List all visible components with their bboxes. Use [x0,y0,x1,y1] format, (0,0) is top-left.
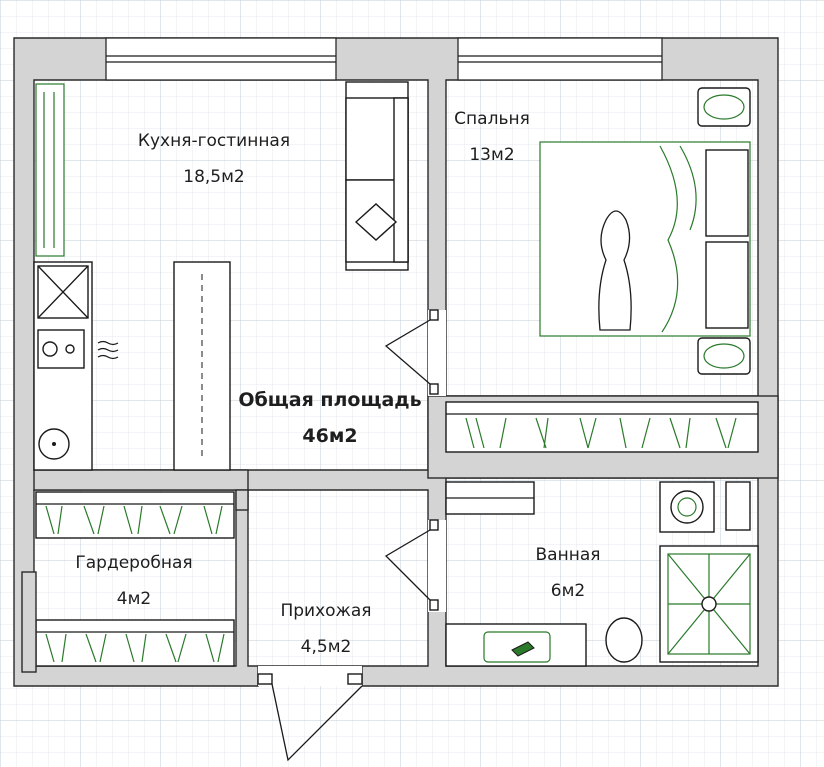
wardrobe-name: Гардеробная [75,553,192,573]
total-area-value: 46м2 [302,425,357,447]
wardrobe-furniture [21,491,235,673]
kitchen-area: 18,5м2 [183,167,245,187]
hallway-name: Прихожая [280,601,371,621]
doors [235,309,446,762]
total-area-name: Общая площадь [238,389,421,411]
windows [105,37,663,81]
kitchen-furniture [33,81,409,471]
bedroom-furniture [445,87,759,453]
kitchen-name: Кухня-гостинная [138,131,290,151]
hallway-area: 4,5м2 [301,637,352,657]
bedroom-area: 13м2 [469,145,514,165]
bathroom-area: 6м2 [551,581,585,601]
bathroom-furniture [445,481,759,667]
bathroom-name: Ванная [536,545,601,565]
room-labels: Кухня-гостинная 18,5м2 Спальня 13м2 Обща… [75,109,600,657]
wardrobe-area: 4м2 [117,589,151,609]
bedroom-name: Спальня [454,109,530,129]
